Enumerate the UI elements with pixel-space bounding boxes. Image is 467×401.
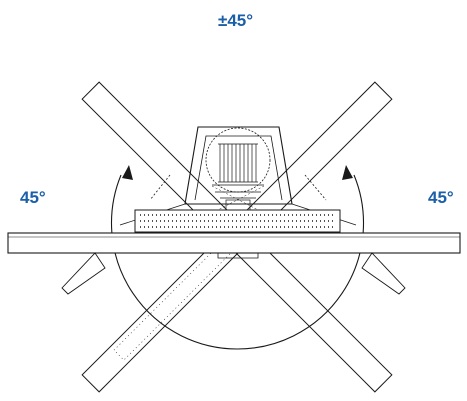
left-angle-label: 45° [20, 188, 46, 207]
front-panel [7, 232, 461, 254]
vent-block [134, 209, 341, 233]
rotate-arrow-right [342, 165, 353, 180]
stand-feet [61, 252, 406, 295]
stand-hinge-circle [205, 127, 271, 193]
swivel-range-label: ±45° [218, 11, 254, 30]
right-angle-label: 45° [428, 188, 454, 207]
rotate-arrow-left [122, 165, 133, 180]
swivel-arc [110, 174, 365, 350]
